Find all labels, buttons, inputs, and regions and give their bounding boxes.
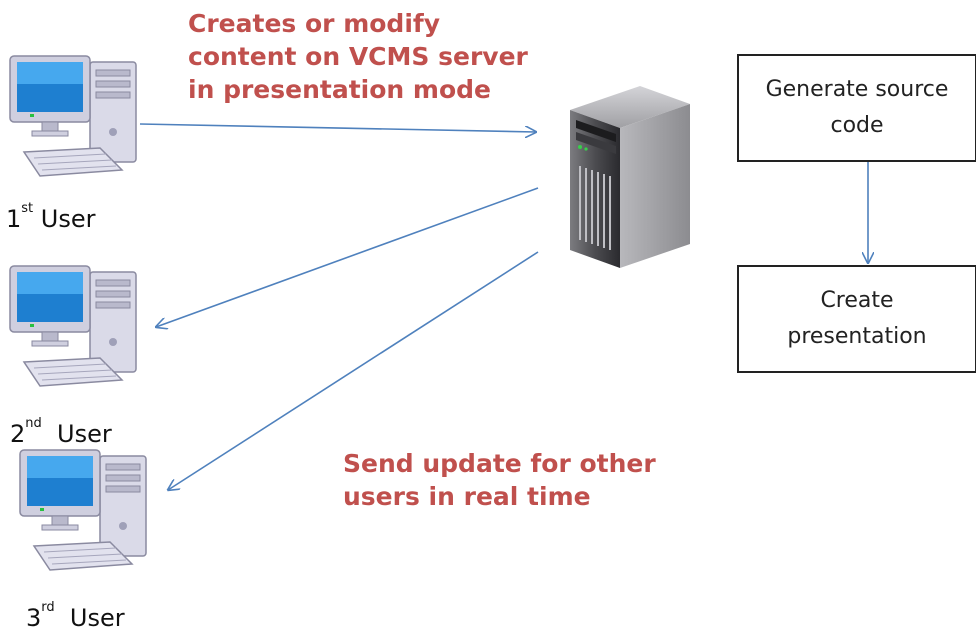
annotation-create-modify: Creates or modify content on VCMS server… (188, 7, 528, 106)
user-number: 1 (6, 205, 22, 233)
user-ordinal: rd (41, 600, 55, 615)
process-step-line: Create (820, 288, 894, 313)
user-word: User (69, 604, 125, 632)
user-ordinal: nd (25, 416, 42, 431)
user-word: User (40, 205, 96, 233)
user-number: 3 (26, 604, 42, 632)
process-step-line: presentation (787, 324, 927, 349)
user-ordinal: st (21, 201, 34, 216)
annotation-line: Send update for other (343, 449, 656, 478)
user-word: User (57, 420, 112, 448)
process-step-generate-source: Generate source code (737, 54, 976, 162)
annotation-send-update: Send update for other users in real time (343, 447, 656, 513)
process-step-create-presentation: Create presentation (737, 265, 976, 373)
annotation-line: in presentation mode (188, 75, 491, 104)
annotation-line: users in real time (343, 482, 591, 511)
arrow-user1-to-server (139, 123, 536, 132)
process-step-line: Generate source (765, 77, 949, 102)
annotation-line: content on VCMS server (188, 42, 528, 71)
server-tower-icon (540, 80, 692, 270)
arrow-server-to-user3 (168, 251, 539, 490)
arrow-server-to-user2 (156, 187, 539, 327)
user-label-1: 1st User (6, 201, 96, 233)
user-number: 2 (10, 420, 26, 448)
user-label-2: 2nd User (10, 416, 112, 448)
desktop-computer-icon (4, 52, 144, 192)
desktop-computer-icon (14, 446, 154, 586)
annotation-line: Creates or modify (188, 9, 441, 38)
process-step-line: code (830, 113, 884, 138)
user-label-3: 3rd User (26, 600, 125, 632)
desktop-computer-icon (4, 262, 144, 402)
